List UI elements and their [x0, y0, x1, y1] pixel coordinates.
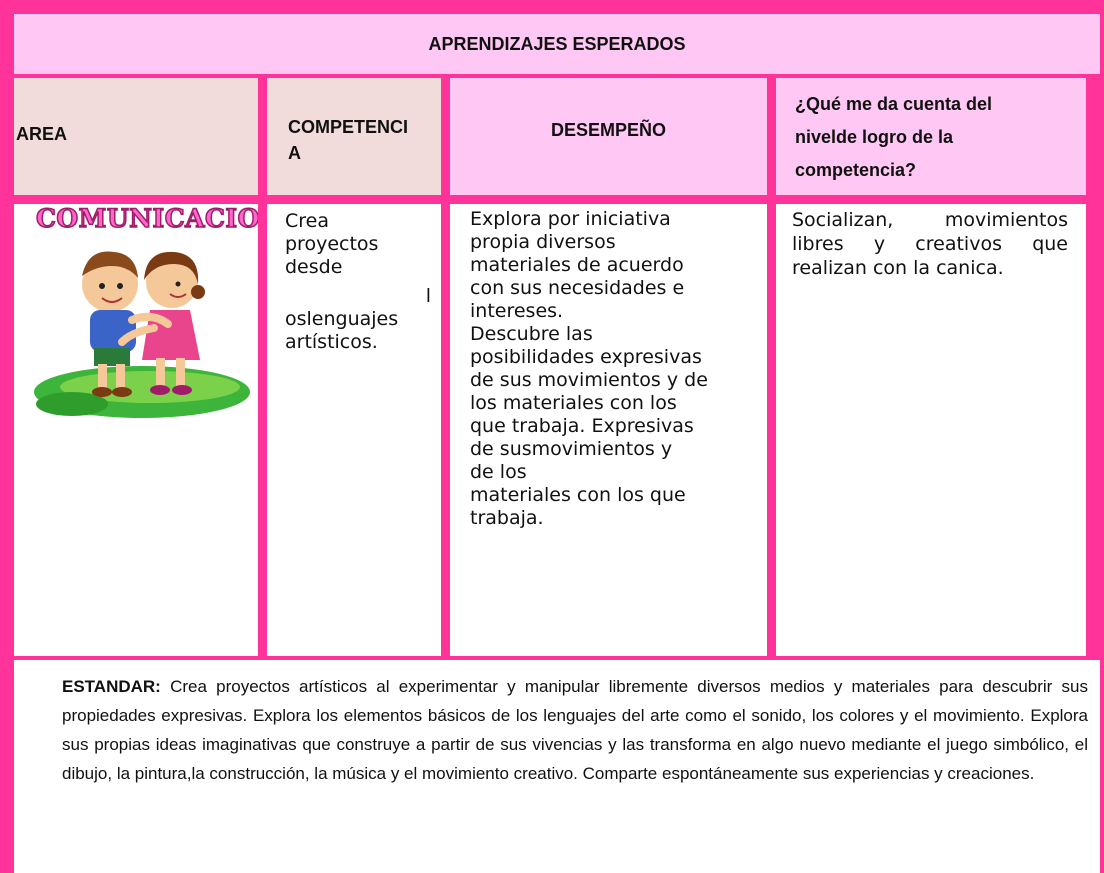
desempeno-line: posibilidades expresivas [470, 346, 702, 368]
logro-cell: Socializan, movimientos libres y creativ… [776, 204, 1086, 656]
area-label: COMUNICACIO [35, 204, 258, 234]
desempeno-line: propia diversos [470, 231, 616, 253]
table-title: APRENDIZAJES ESPERADOS [14, 14, 1100, 74]
competencia-line: proyectos [285, 233, 379, 255]
desempeno-cell: Explora por iniciativa propia diversos m… [450, 204, 767, 656]
desempeno-line: trabaja. [470, 507, 544, 529]
estandar-paragraph: ESTANDAR: Crea proyectos artísticos al e… [14, 660, 1100, 873]
header-question-line: nivelde logro de la [795, 127, 954, 147]
header-question-line: ¿Qué me da cuenta del [795, 94, 993, 114]
header-competencia-line: COMPETENCI [288, 117, 409, 137]
table-border-top [0, 0, 1104, 14]
desempeno-line: de susmovimientos y [470, 438, 673, 460]
desempeno-line: materiales con los que [470, 484, 686, 506]
row-border-3 [0, 656, 1104, 660]
competencia-line: desde [285, 256, 343, 278]
header-logro-question: ¿Qué me da cuenta del nivelde logro de l… [776, 78, 1086, 195]
desempeno-line: de los [470, 461, 527, 483]
col-border-1 [258, 74, 267, 660]
estandar-label: ESTANDAR: [62, 677, 161, 696]
row-border-2 [0, 195, 1104, 204]
header-competencia-line: A [288, 143, 301, 163]
competencia-line: oslenguajes [285, 308, 399, 330]
table-border-right-outer [1100, 0, 1104, 873]
table-border-left [0, 0, 14, 873]
desempeno-line: intereses. [470, 300, 564, 322]
competencia-cell: Crea proyectos desde l oslenguajes artís… [267, 204, 441, 656]
desempeno-line: que trabaja. Expresivas [470, 415, 694, 437]
desempeno-line: con sus necesidades e [470, 277, 685, 299]
header-competencia: COMPETENCI A [267, 78, 441, 195]
area-cell: COMUNICACIO [14, 204, 258, 656]
competencia-line: l [425, 285, 431, 307]
col-border-3 [767, 74, 776, 660]
table-border-right [1086, 74, 1104, 660]
row-border-1 [0, 74, 1104, 78]
desempeno-line: Explora por iniciativa [470, 208, 671, 230]
col-border-2 [441, 74, 450, 660]
desempeno-line: Descubre las [470, 323, 593, 345]
desempeno-line: de sus movimientos y de [470, 369, 708, 391]
desempeno-line: los materiales con los [470, 392, 677, 414]
competencia-line: artísticos. [285, 331, 378, 353]
header-desempeno: DESEMPEÑO [450, 78, 767, 195]
children-hugging-illustration [34, 251, 250, 418]
desempeno-line: materiales de acuerdo [470, 254, 684, 276]
header-area: AREA [14, 78, 258, 195]
estandar-text: Crea proyectos artísticos al experimenta… [62, 677, 1088, 783]
competencia-line: Crea [285, 210, 329, 232]
header-question-line: competencia? [795, 160, 917, 180]
